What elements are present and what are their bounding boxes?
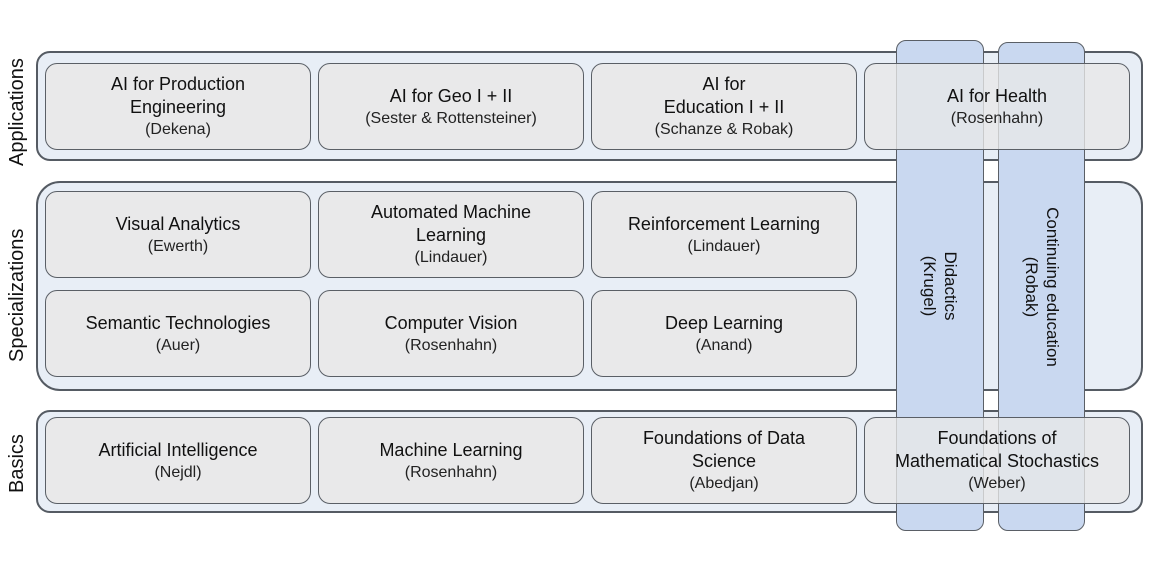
didactics-text: Didactics (Krugel) <box>919 251 961 320</box>
module-ai-education: AI for Education I + II (Schanze & Robak… <box>591 63 857 150</box>
module-ai-geo: AI for Geo I + II (Sester & Rottensteine… <box>318 63 584 150</box>
module-title: AI for Education I + II <box>663 74 785 117</box>
module-automated-machine-learning: Automated Machine Learning (Lindauer) <box>318 191 584 278</box>
module-title: Visual Analytics <box>115 213 241 234</box>
module-semantic-technologies: Semantic Technologies (Auer) <box>45 290 311 377</box>
row-label-basics: Basics <box>6 434 28 493</box>
module-lead: (Nejdl) <box>154 463 202 481</box>
module-lead: (Dekena) <box>145 121 211 138</box>
module-title: Deep Learning <box>664 312 784 333</box>
continuing-education-lead: (Robak) <box>1021 256 1041 317</box>
module-ai-health: AI for Health (Rosenhahn) <box>864 63 1130 150</box>
module-lead: (Anand) <box>695 336 753 354</box>
module-title: Artificial Intelligence <box>98 439 258 460</box>
module-lead: (Schanze & Robak) <box>654 121 794 138</box>
module-lead: (Lindauer) <box>687 237 761 255</box>
continuing-education-text: Continuing education (Robak) <box>1021 207 1063 367</box>
module-title: AI for Production Engineering <box>110 74 246 117</box>
didactics-lead: (Krugel) <box>920 255 939 316</box>
module-machine-learning: Machine Learning (Rosenhahn) <box>318 417 584 504</box>
module-lead: (Rosenhahn) <box>404 336 498 354</box>
module-computer-vision: Computer Vision (Rosenhahn) <box>318 290 584 377</box>
row-label-applications: Applications <box>6 58 28 166</box>
module-ai-production-engineering: AI for Production Engineering (Dekena) <box>45 63 311 150</box>
module-title: Foundations of Mathematical Stochastics <box>894 428 1100 471</box>
module-lead: (Rosenhahn) <box>404 463 498 481</box>
module-artificial-intelligence: Artificial Intelligence (Nejdl) <box>45 417 311 504</box>
module-deep-learning: Deep Learning (Anand) <box>591 290 857 377</box>
module-title: AI for Geo I + II <box>389 85 513 106</box>
module-title: Machine Learning <box>379 439 523 460</box>
module-title: Foundations of Data Science <box>642 428 806 471</box>
module-title: AI for Health <box>946 85 1048 106</box>
module-visual-analytics: Visual Analytics (Ewerth) <box>45 191 311 278</box>
module-lead: (Rosenhahn) <box>950 109 1044 127</box>
module-lead: (Weber) <box>968 475 1026 492</box>
module-lead: (Ewerth) <box>147 237 209 255</box>
module-lead: (Lindauer) <box>414 249 488 266</box>
continuing-education-title: Continuing education <box>1042 206 1062 367</box>
module-lead: (Auer) <box>155 336 201 354</box>
module-lead: (Sester & Rottensteiner) <box>365 109 537 127</box>
module-title: Semantic Technologies <box>85 312 271 333</box>
module-title: Computer Vision <box>384 312 518 333</box>
module-title: Reinforcement Learning <box>627 213 821 234</box>
didactics-title: Didactics <box>941 251 960 320</box>
module-title: Automated Machine Learning <box>370 202 532 245</box>
module-reinforcement-learning: Reinforcement Learning (Lindauer) <box>591 191 857 278</box>
module-foundations-mathematical-stochastics: Foundations of Mathematical Stochastics … <box>864 417 1130 504</box>
module-lead: (Abedjan) <box>689 475 759 492</box>
module-foundations-data-science: Foundations of Data Science (Abedjan) <box>591 417 857 504</box>
row-label-specializations: Specializations <box>6 228 28 362</box>
